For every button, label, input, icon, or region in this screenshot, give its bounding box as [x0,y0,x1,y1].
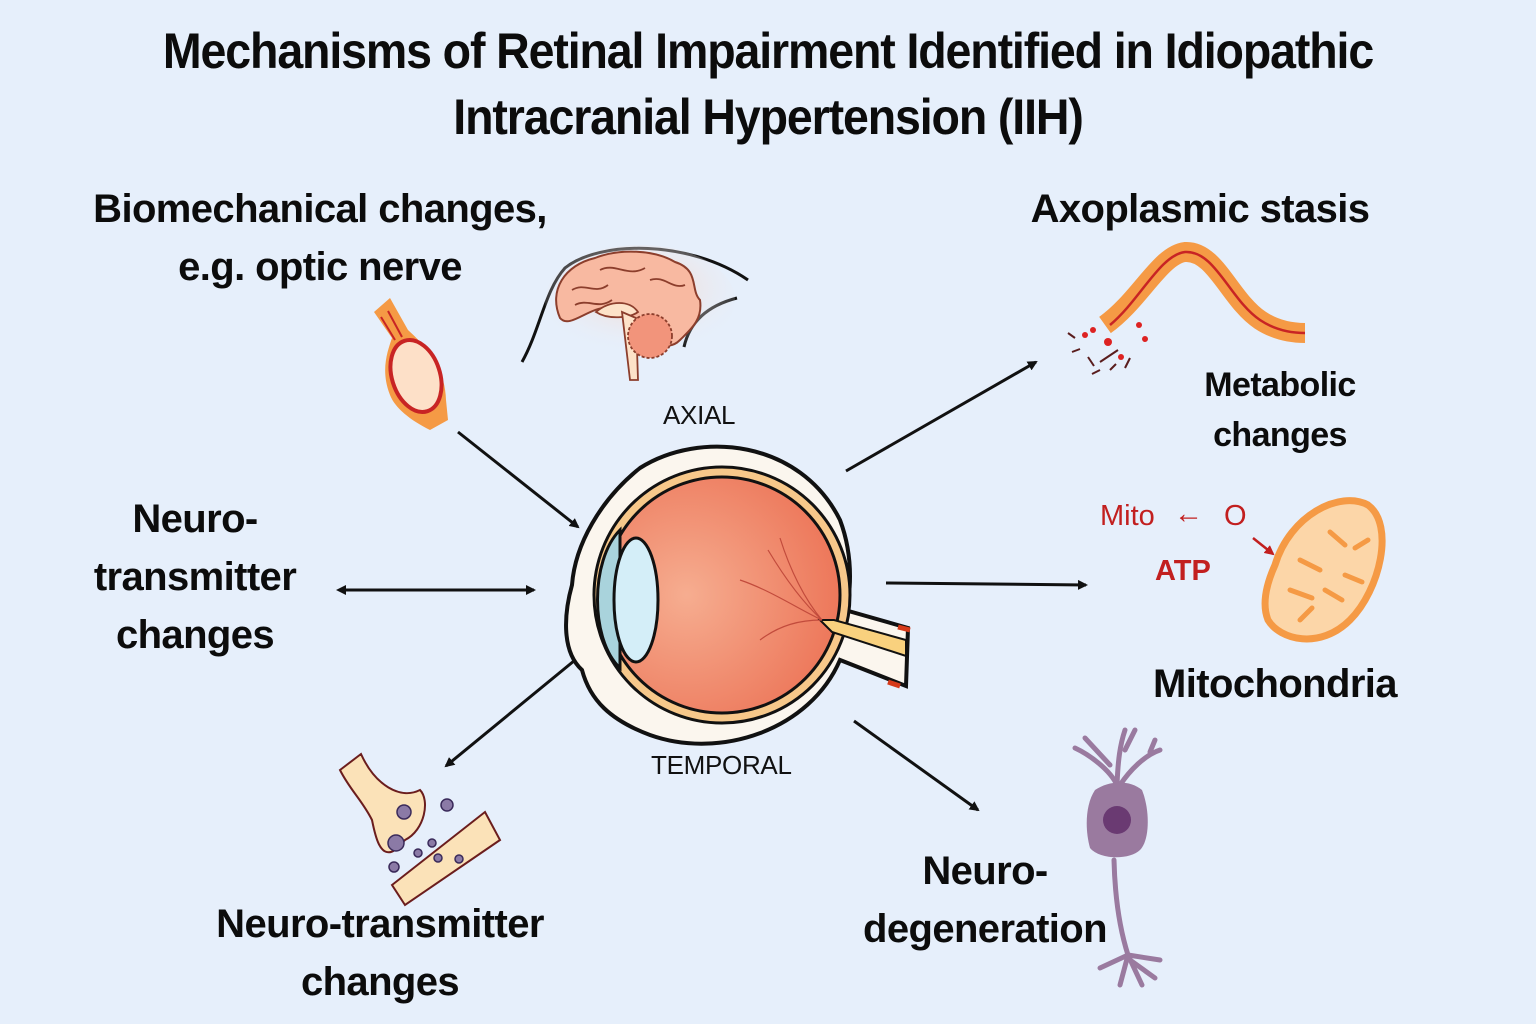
synapse-icon [338,752,502,907]
label-neurodegeneration: Neuro- degeneration [840,842,1130,958]
debris-dots [1082,322,1148,360]
label-line: Neuro-transmitter [216,902,544,946]
arrow-eye-to-neuron [853,719,980,812]
label-metabolic-changes: Metabolic changes [1180,360,1380,460]
label-line: changes [300,960,460,1004]
arrow-eye-to-axon [845,360,1038,473]
neuron-icon [1072,727,1163,988]
brain-icon [520,245,749,381]
label-neurotransmitter-changes-bottom: Neuro-transmitter changes [180,895,580,1011]
arrow-eye-to-mitochondria [885,579,1088,590]
arrow-eye-to-synapse [444,654,581,768]
label-line: e.g. optic nerve [178,245,462,289]
eye-label-axial: AXIAL [663,400,736,430]
mito-text: Mito [1100,500,1155,532]
mitochondrion-icon [1252,497,1386,643]
label-line: degeneration [863,907,1108,951]
optic-nerve-icon [374,298,448,430]
eye-diagram-icon [564,444,911,746]
label-line: changes [115,613,275,657]
label-line: Neuro- [922,849,1048,893]
label-line: Neuro- [132,497,258,541]
title-line-2: Intracranial Hypertension (IIH) [453,89,1084,145]
label-line: Mitochondria [1153,662,1398,706]
mito-arrow: ← [1174,498,1203,530]
label-mitochondria: Mitochondria [1120,655,1430,713]
label-line: Metabolic [1204,366,1356,404]
arrow-biomech-to-eye [457,430,580,529]
eye-label-temporal: TEMPORAL [651,750,792,780]
label-biomechanical-changes: Biomechanical changes, e.g. optic nerve [60,180,580,296]
label-line: Axoplasmic stasis [1030,187,1370,231]
label-axoplasmic-stasis: Axoplasmic stasis [1000,180,1400,238]
label-line: changes [1213,416,1347,454]
axon-icon [1067,242,1306,375]
label-line: transmitter [93,555,297,599]
label-neurotransmitter-changes-left: Neuro- transmitter changes [60,490,330,664]
diagram-title: Mechanisms of Retinal Impairment Identif… [54,18,1482,150]
oxygen-text: O [1224,500,1247,532]
title-line-1: Mechanisms of Retinal Impairment Identif… [162,23,1374,79]
atp-text: ATP [1155,555,1211,587]
arrows [336,360,1088,812]
label-line: Biomechanical changes, [93,187,547,231]
